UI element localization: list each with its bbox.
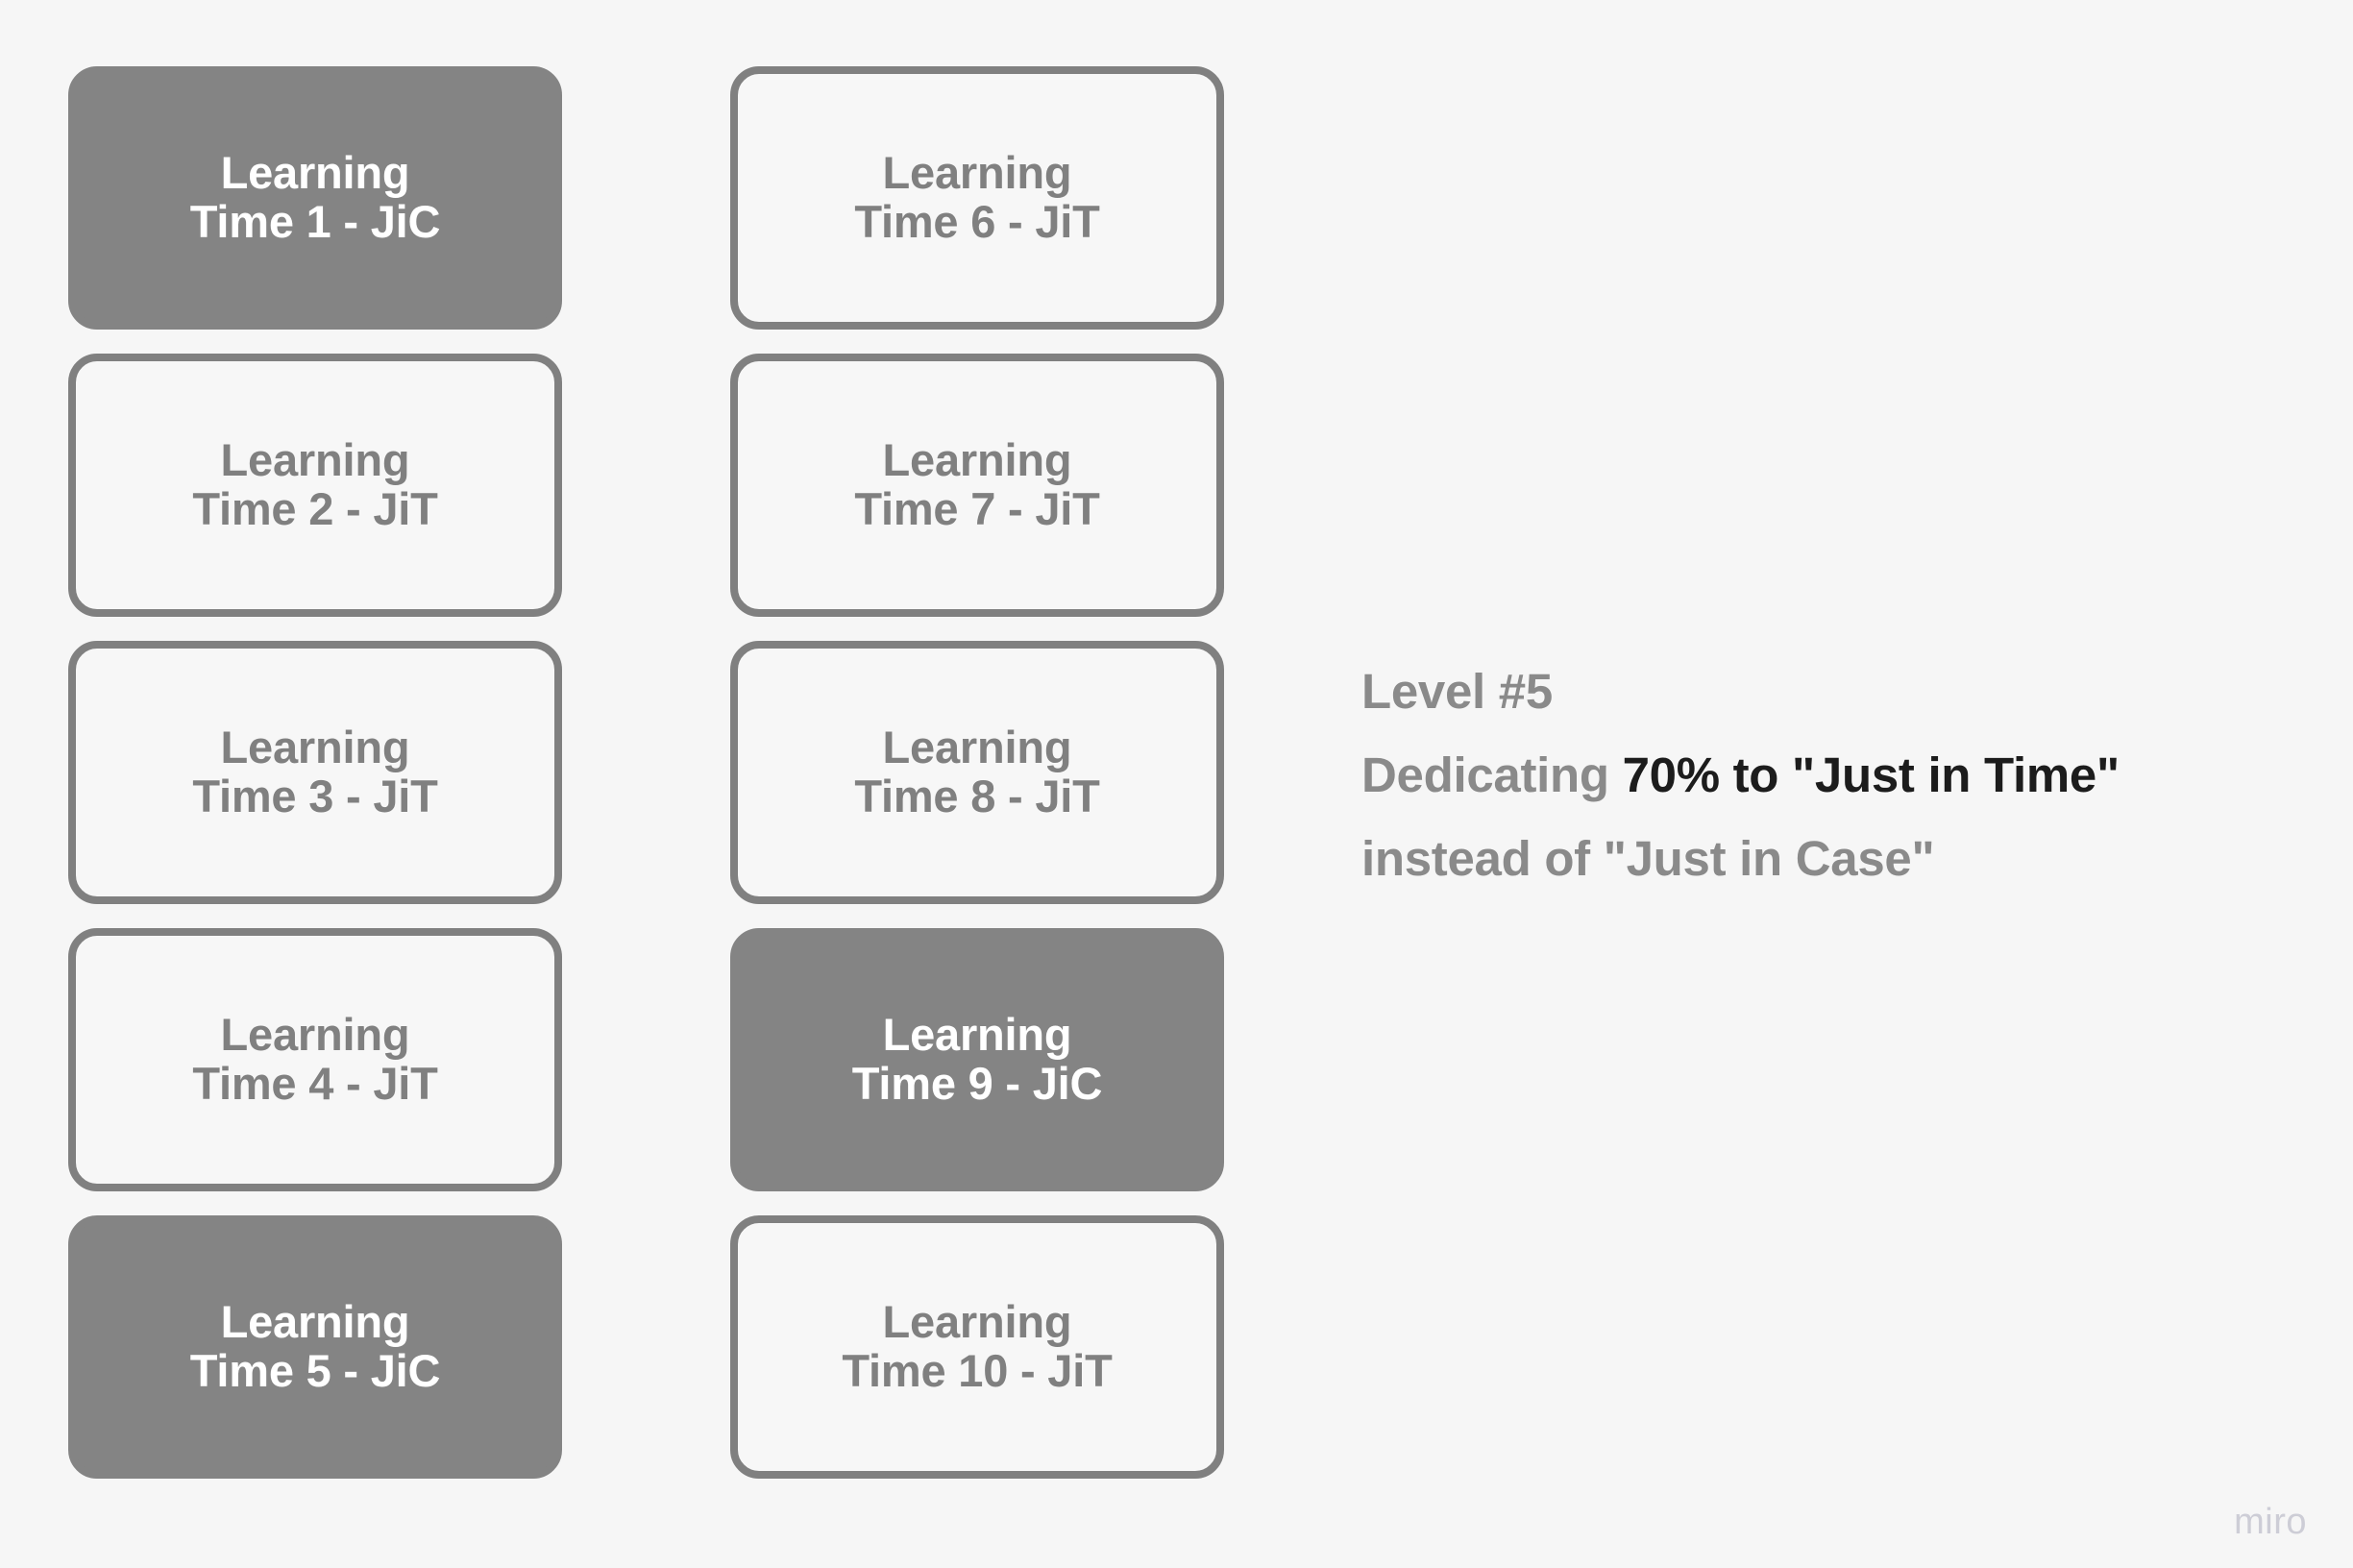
card-label: Learning Time 6 - JiT [854,147,1100,247]
card-label: Learning Time 3 - JiT [192,722,438,821]
miro-watermark: miro [2234,1502,2307,1542]
card-label: Learning Time 2 - JiT [192,434,438,534]
learning-time-card[interactable]: Learning Time 10 - JiT [730,1215,1224,1479]
annotation-prefix: Dedicating [1361,747,1623,802]
card-label: Learning Time 4 - JiT [192,1009,438,1109]
card-label: Learning Time 10 - JiT [842,1296,1113,1396]
card-label: Learning Time 7 - JiT [854,434,1100,534]
learning-time-card[interactable]: Learning Time 9 - JiC [730,928,1224,1191]
card-label: Learning Time 8 - JiT [854,722,1100,821]
card-column-left: Learning Time 1 - JiC Learning Time 2 - … [68,66,562,1503]
learning-time-card[interactable]: Learning Time 5 - JiC [68,1215,562,1479]
learning-time-card[interactable]: Learning Time 8 - JiT [730,641,1224,904]
annotation-line-instead: instead of "Just in Case" [1361,831,1935,886]
annotation-line-dedicating: Dedicating 70% to "Just in Time" [1361,733,2313,817]
learning-time-card[interactable]: Learning Time 4 - JiT [68,928,562,1191]
annotation-line-level: Level #5 [1361,664,1553,719]
annotation-text-block[interactable]: Level #5 Dedicating 70% to "Just in Time… [1361,649,2313,900]
card-label: Learning Time 5 - JiC [189,1296,441,1396]
annotation-emphasis: 70% to "Just in Time" [1622,747,2120,802]
learning-time-card[interactable]: Learning Time 1 - JiC [68,66,562,330]
learning-time-card[interactable]: Learning Time 3 - JiT [68,641,562,904]
learning-time-card[interactable]: Learning Time 2 - JiT [68,354,562,617]
card-label: Learning Time 9 - JiC [851,1009,1103,1109]
card-column-right: Learning Time 6 - JiT Learning Time 7 - … [730,66,1224,1503]
learning-time-card[interactable]: Learning Time 7 - JiT [730,354,1224,617]
card-label: Learning Time 1 - JiC [189,147,441,247]
learning-time-card[interactable]: Learning Time 6 - JiT [730,66,1224,330]
